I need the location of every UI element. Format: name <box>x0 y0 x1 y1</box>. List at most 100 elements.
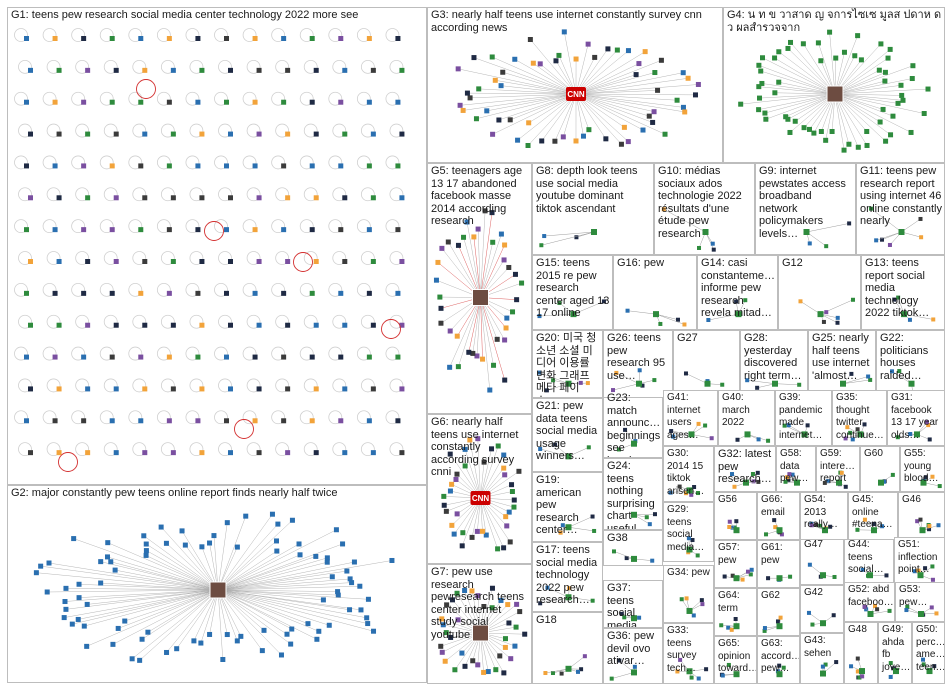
graph-node <box>342 195 348 201</box>
graph-node <box>109 36 115 41</box>
graph-edge <box>834 93 868 146</box>
graph-node <box>585 381 590 386</box>
graph-node <box>38 563 44 569</box>
graph-node <box>285 322 291 328</box>
graph-node <box>834 660 839 665</box>
graph-edge <box>761 83 836 95</box>
graph-node <box>138 227 144 233</box>
graph-edge <box>774 57 836 95</box>
graph-node <box>883 138 889 144</box>
graph-node <box>138 418 144 424</box>
self-loop <box>389 187 404 202</box>
graph-edge <box>217 523 279 591</box>
graph-edge <box>472 297 481 354</box>
graph-node <box>696 421 701 426</box>
graph-node <box>113 386 119 392</box>
hub-node <box>631 440 637 447</box>
graph-node <box>309 36 315 41</box>
graph-node <box>662 131 668 137</box>
graph-node <box>661 207 666 212</box>
graph-edge <box>181 530 219 591</box>
self-loop <box>332 442 347 457</box>
self-loop <box>128 346 143 361</box>
graph-node <box>756 62 762 68</box>
self-loop <box>156 282 171 297</box>
graph-node <box>887 242 892 247</box>
graph-node <box>849 371 854 376</box>
graph-edge <box>575 93 696 96</box>
graph-node <box>766 576 771 581</box>
self-loop <box>271 155 286 170</box>
hub-node <box>772 380 778 387</box>
graph-node <box>163 540 169 546</box>
graph-node <box>699 598 704 603</box>
group-panel-g11: G11: teens pew research report using int… <box>856 163 945 255</box>
graph-node <box>727 519 732 524</box>
graph-edge <box>876 231 902 241</box>
graph-node <box>655 87 661 93</box>
graph-node <box>113 259 119 264</box>
graph-node <box>527 37 533 43</box>
group-panel-g14: G14: casi constanteme… informe pew resea… <box>697 255 778 330</box>
graph-node <box>849 664 854 669</box>
graph-node <box>81 163 87 169</box>
graph-edge <box>870 208 902 233</box>
graph-node <box>934 611 939 616</box>
graph-node <box>514 601 520 607</box>
graph-node <box>243 513 249 519</box>
graph-node <box>616 447 621 452</box>
graph-edge <box>492 93 577 135</box>
graph-node <box>138 36 144 41</box>
self-loop <box>18 314 32 329</box>
self-loop <box>103 123 118 138</box>
graph-node <box>274 538 280 544</box>
graph-node <box>142 131 148 137</box>
graph-node <box>129 656 135 662</box>
graph-node <box>496 117 502 123</box>
hub-node <box>686 487 693 494</box>
graph-node <box>166 354 172 360</box>
group-panel-g12: G12 <box>778 255 861 330</box>
graph-node <box>52 418 58 424</box>
graph-node <box>679 597 684 602</box>
graph-node <box>918 517 923 522</box>
graph-g12 <box>798 297 855 325</box>
graph-node <box>166 227 172 233</box>
self-loop <box>42 346 57 361</box>
graph-node <box>682 322 687 327</box>
graph-edge <box>633 558 653 561</box>
group-panel-g56: G56 <box>714 492 757 540</box>
hub-node <box>686 607 693 614</box>
graph-node <box>439 616 445 622</box>
graph-node <box>329 574 335 580</box>
graph-node <box>370 131 376 137</box>
graph-node <box>284 631 290 637</box>
graph-node <box>46 560 52 566</box>
graph-node <box>748 572 753 577</box>
hub-node <box>686 668 693 675</box>
graph-node <box>682 109 688 115</box>
graph-node <box>85 131 91 137</box>
graph-node <box>113 322 119 328</box>
graph-node <box>868 377 873 382</box>
graph-node <box>818 58 824 64</box>
graph-g50 <box>921 657 937 675</box>
graph-node <box>553 58 559 64</box>
hub-node <box>840 380 846 387</box>
self-loop <box>303 59 318 74</box>
graph-node <box>256 131 262 137</box>
graph-node <box>726 662 731 667</box>
self-loop <box>356 346 371 361</box>
graph-edge <box>65 589 219 610</box>
graph-node <box>756 107 762 113</box>
graph-node <box>170 450 176 456</box>
graph-node <box>921 657 926 662</box>
graph-node <box>787 472 792 477</box>
graph-node <box>644 515 649 520</box>
graph-g8 <box>539 229 597 248</box>
graph-edge <box>480 448 492 499</box>
graph-g20 <box>537 370 590 393</box>
graph-node <box>438 643 444 649</box>
graph-node <box>710 241 715 246</box>
graph-edge <box>834 93 912 133</box>
